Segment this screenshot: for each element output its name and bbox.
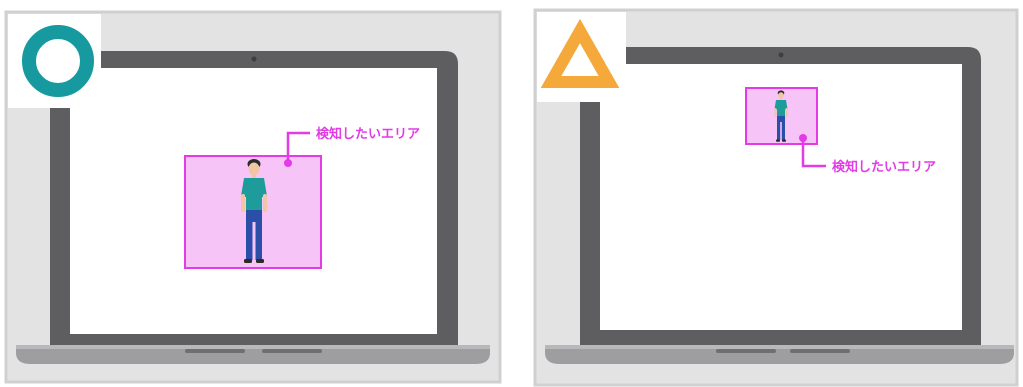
person-figure: [241, 159, 267, 263]
callout-line: [801, 138, 826, 168]
person-figure: [774, 90, 788, 142]
laptop-base: [545, 345, 1014, 364]
camera-dot: [778, 52, 784, 58]
circle-mark-icon: [22, 25, 94, 97]
laptop-groove-left: [716, 349, 776, 353]
triangle-mark-icon: [540, 18, 620, 88]
laptop-groove-left: [185, 349, 245, 353]
callout-line: [286, 131, 310, 163]
laptop-groove-right: [262, 349, 322, 353]
detection-area-label: 検知したいエリア: [832, 159, 936, 175]
detection-area-label: 検知したいエリア: [316, 126, 420, 142]
detection-callout: 検知したいエリア: [799, 134, 936, 175]
panel-fair: 検知したいエリア: [533, 8, 1019, 387]
detection-callout: 検知したいエリア: [284, 126, 420, 167]
camera-dot: [251, 56, 257, 62]
laptop-base-edge: [545, 345, 1014, 349]
laptop-base-edge: [16, 345, 490, 349]
laptop-base: [16, 345, 490, 364]
panel-good: 検知したいエリア: [4, 10, 502, 384]
laptop-groove-right: [790, 349, 850, 353]
